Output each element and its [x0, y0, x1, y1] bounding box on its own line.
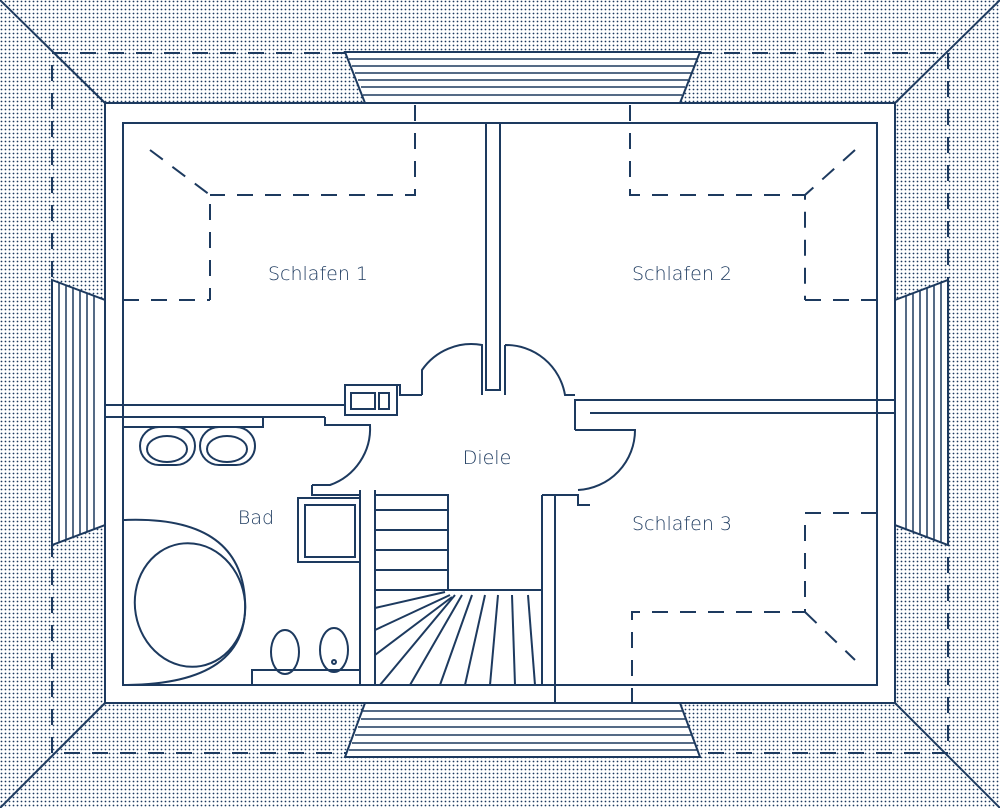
room-label-schlafen-2: Schlafen 2: [632, 263, 732, 285]
door-swings: [312, 343, 637, 491]
bathroom-fixtures: [122, 416, 361, 686]
room-label-schlafen-3: Schlafen 3: [632, 513, 732, 535]
dormer-bottom: [343, 702, 702, 758]
dormer-right: [894, 278, 949, 547]
toilet-1: [270, 629, 300, 675]
dormer-left: [51, 278, 106, 547]
room-label-bad: Bad: [238, 507, 274, 529]
staircase: [374, 494, 542, 686]
shower-tray: [297, 497, 361, 563]
wall-cabinet: [344, 384, 398, 416]
dormer-top: [343, 51, 702, 104]
room-label-diele: Diele: [463, 447, 512, 469]
toilet-2: [319, 627, 349, 673]
room-label-schlafen-1: Schlafen 1: [268, 263, 368, 285]
ceiling-dashed-areas: [123, 105, 877, 703]
